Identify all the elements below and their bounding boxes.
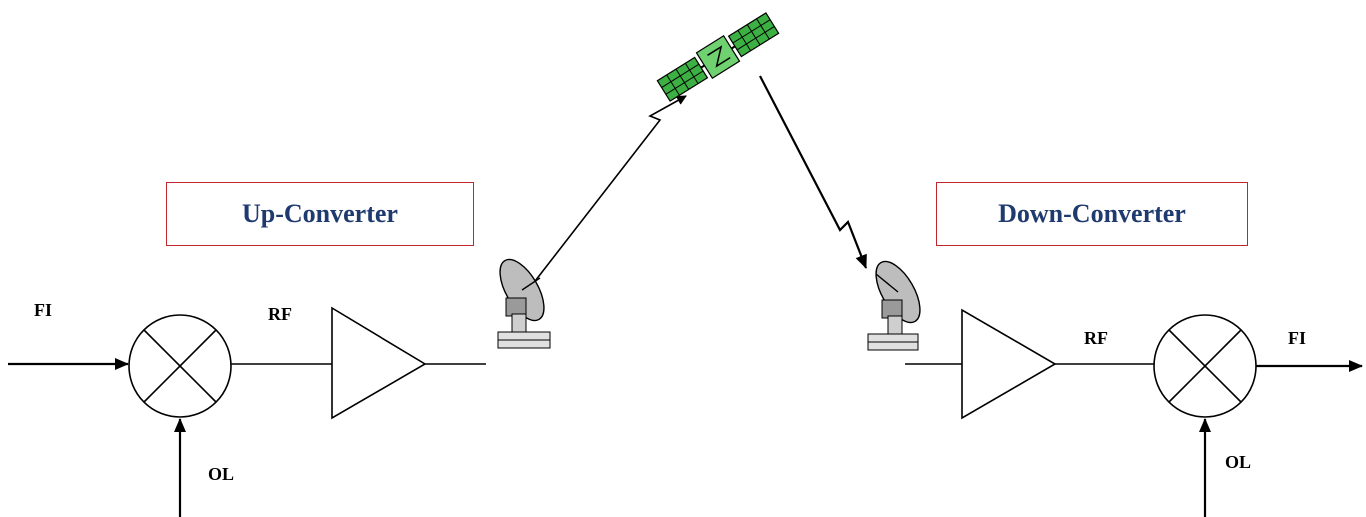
up-amplifier-icon — [331, 306, 427, 420]
down-rf-label: RF — [1084, 328, 1108, 348]
down-lo-label: OL — [1225, 452, 1252, 472]
downlink-path — [759, 75, 868, 269]
down-amplifier-icon — [961, 308, 1057, 420]
down-mixer-icon — [1153, 314, 1257, 418]
up-mixer-icon — [128, 314, 232, 418]
up-rf-label: RF — [268, 304, 292, 324]
satellite-icon — [656, 12, 780, 102]
up-converter-title: Up-Converter — [166, 182, 474, 246]
up-lo-label: OL — [208, 464, 235, 484]
down-output-label: FI — [1288, 328, 1306, 348]
rx-ground-antenna-icon — [867, 260, 921, 351]
up-input-label: FI — [34, 300, 52, 320]
down-converter-title: Down-Converter — [936, 182, 1248, 246]
tx-ground-antenna-icon — [497, 258, 551, 349]
uplink-path — [531, 95, 687, 286]
